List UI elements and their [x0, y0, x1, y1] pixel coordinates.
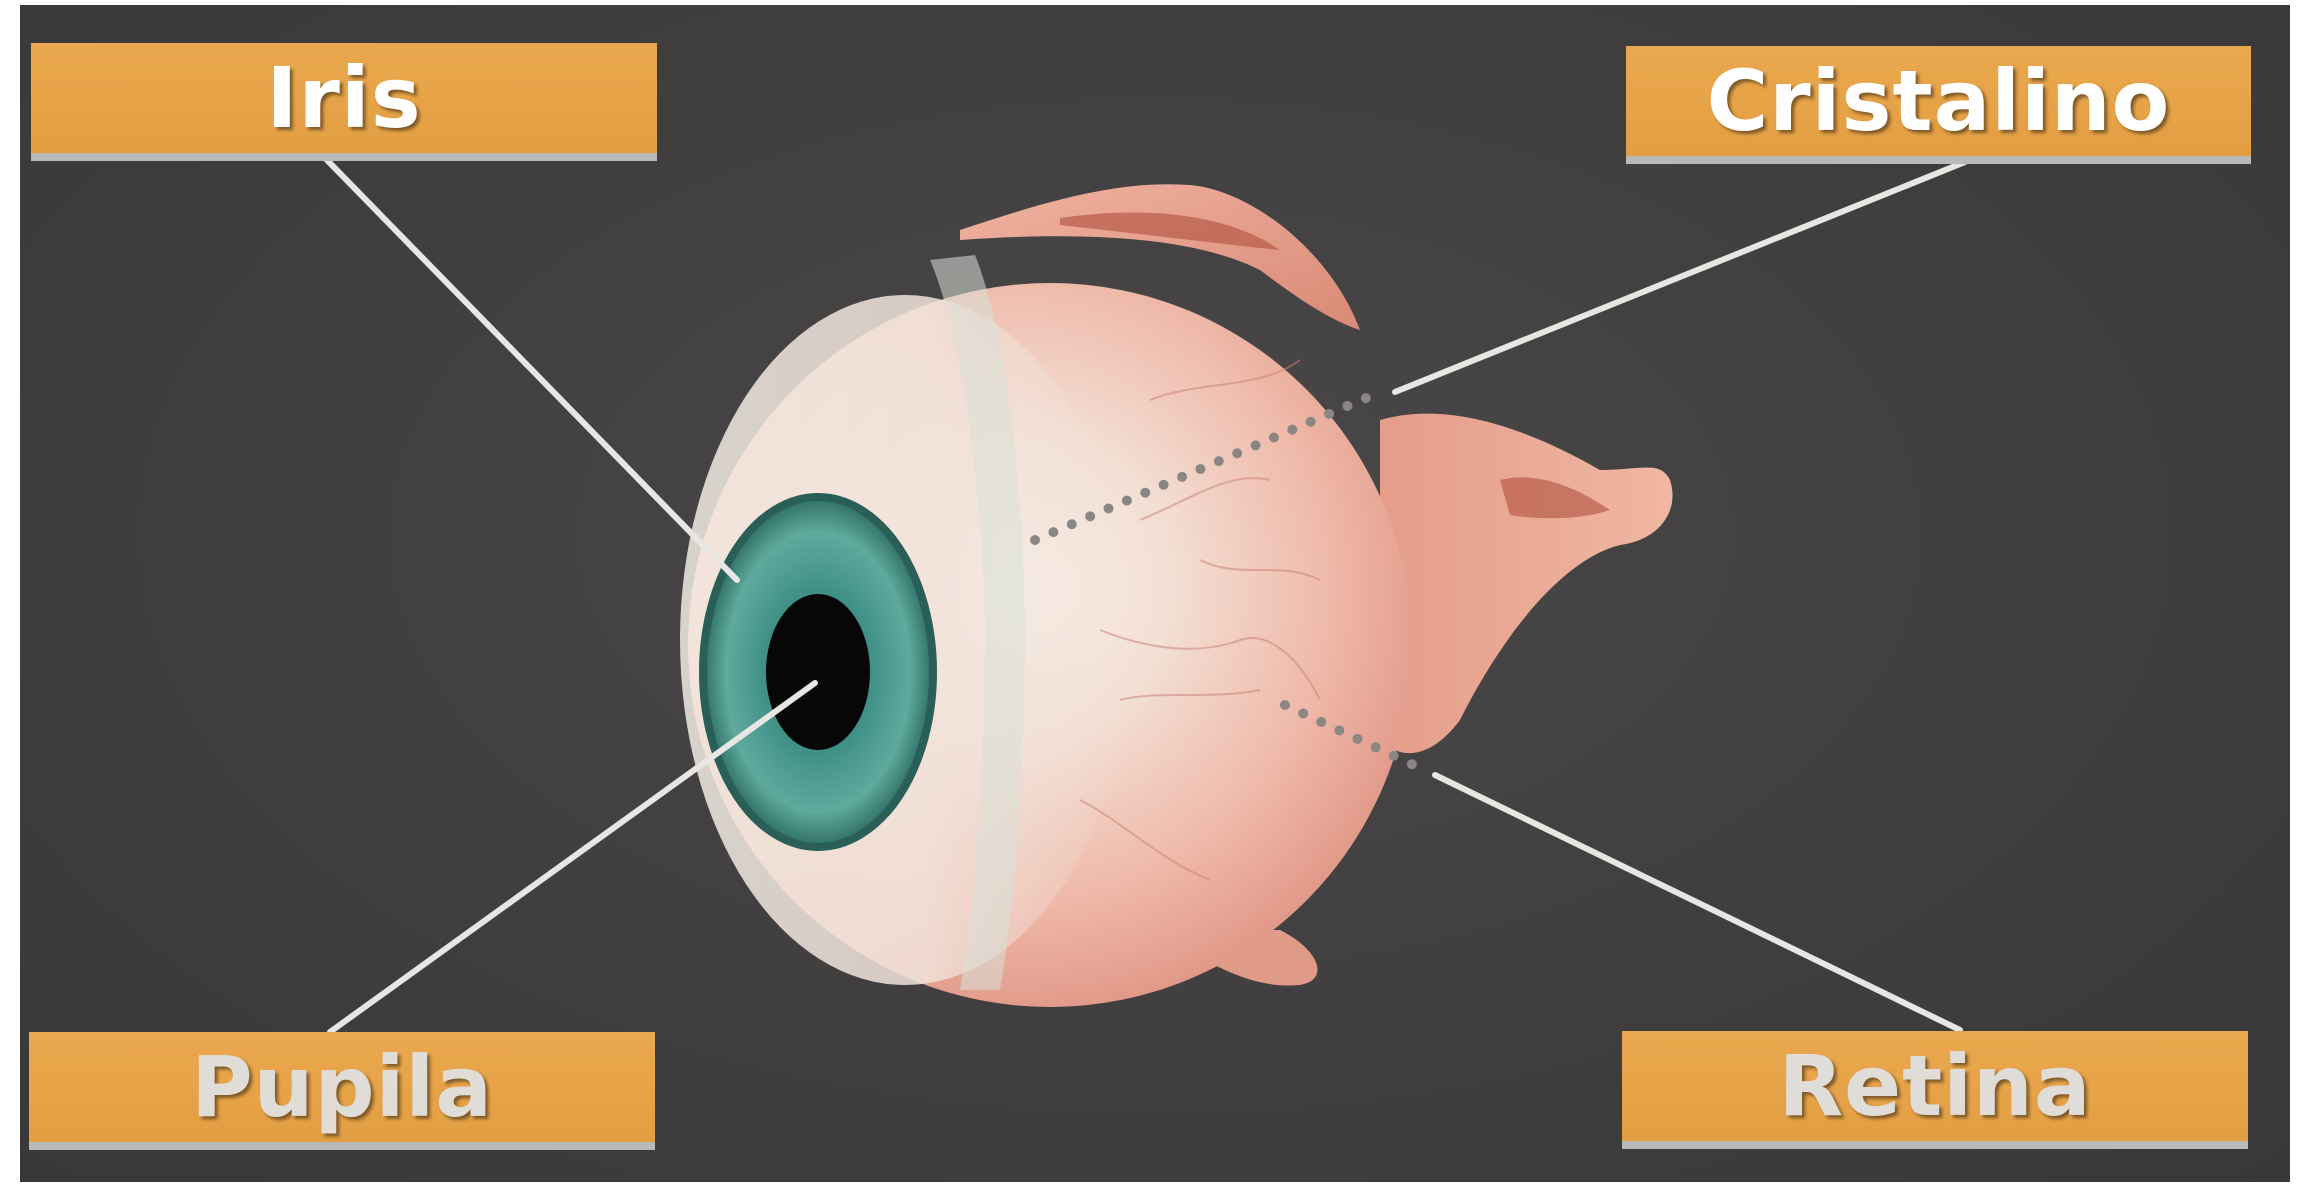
optic-nerve — [1380, 414, 1673, 754]
label-retina-text: Retina — [1778, 1037, 2091, 1135]
label-pupila: Pupila — [29, 1032, 655, 1150]
label-pupila-text: Pupila — [191, 1038, 493, 1136]
label-retina: Retina — [1622, 1031, 2248, 1149]
cristalino-leader-line — [1395, 162, 1965, 392]
pupil — [766, 594, 870, 750]
label-cristalino-text: Cristalino — [1707, 52, 2171, 150]
label-cristalino: Cristalino — [1626, 46, 2251, 164]
label-iris-text: Iris — [266, 49, 421, 147]
label-iris: Iris — [31, 43, 657, 161]
retina-leader-line — [1435, 775, 1960, 1030]
iris-leader-line — [325, 158, 737, 580]
